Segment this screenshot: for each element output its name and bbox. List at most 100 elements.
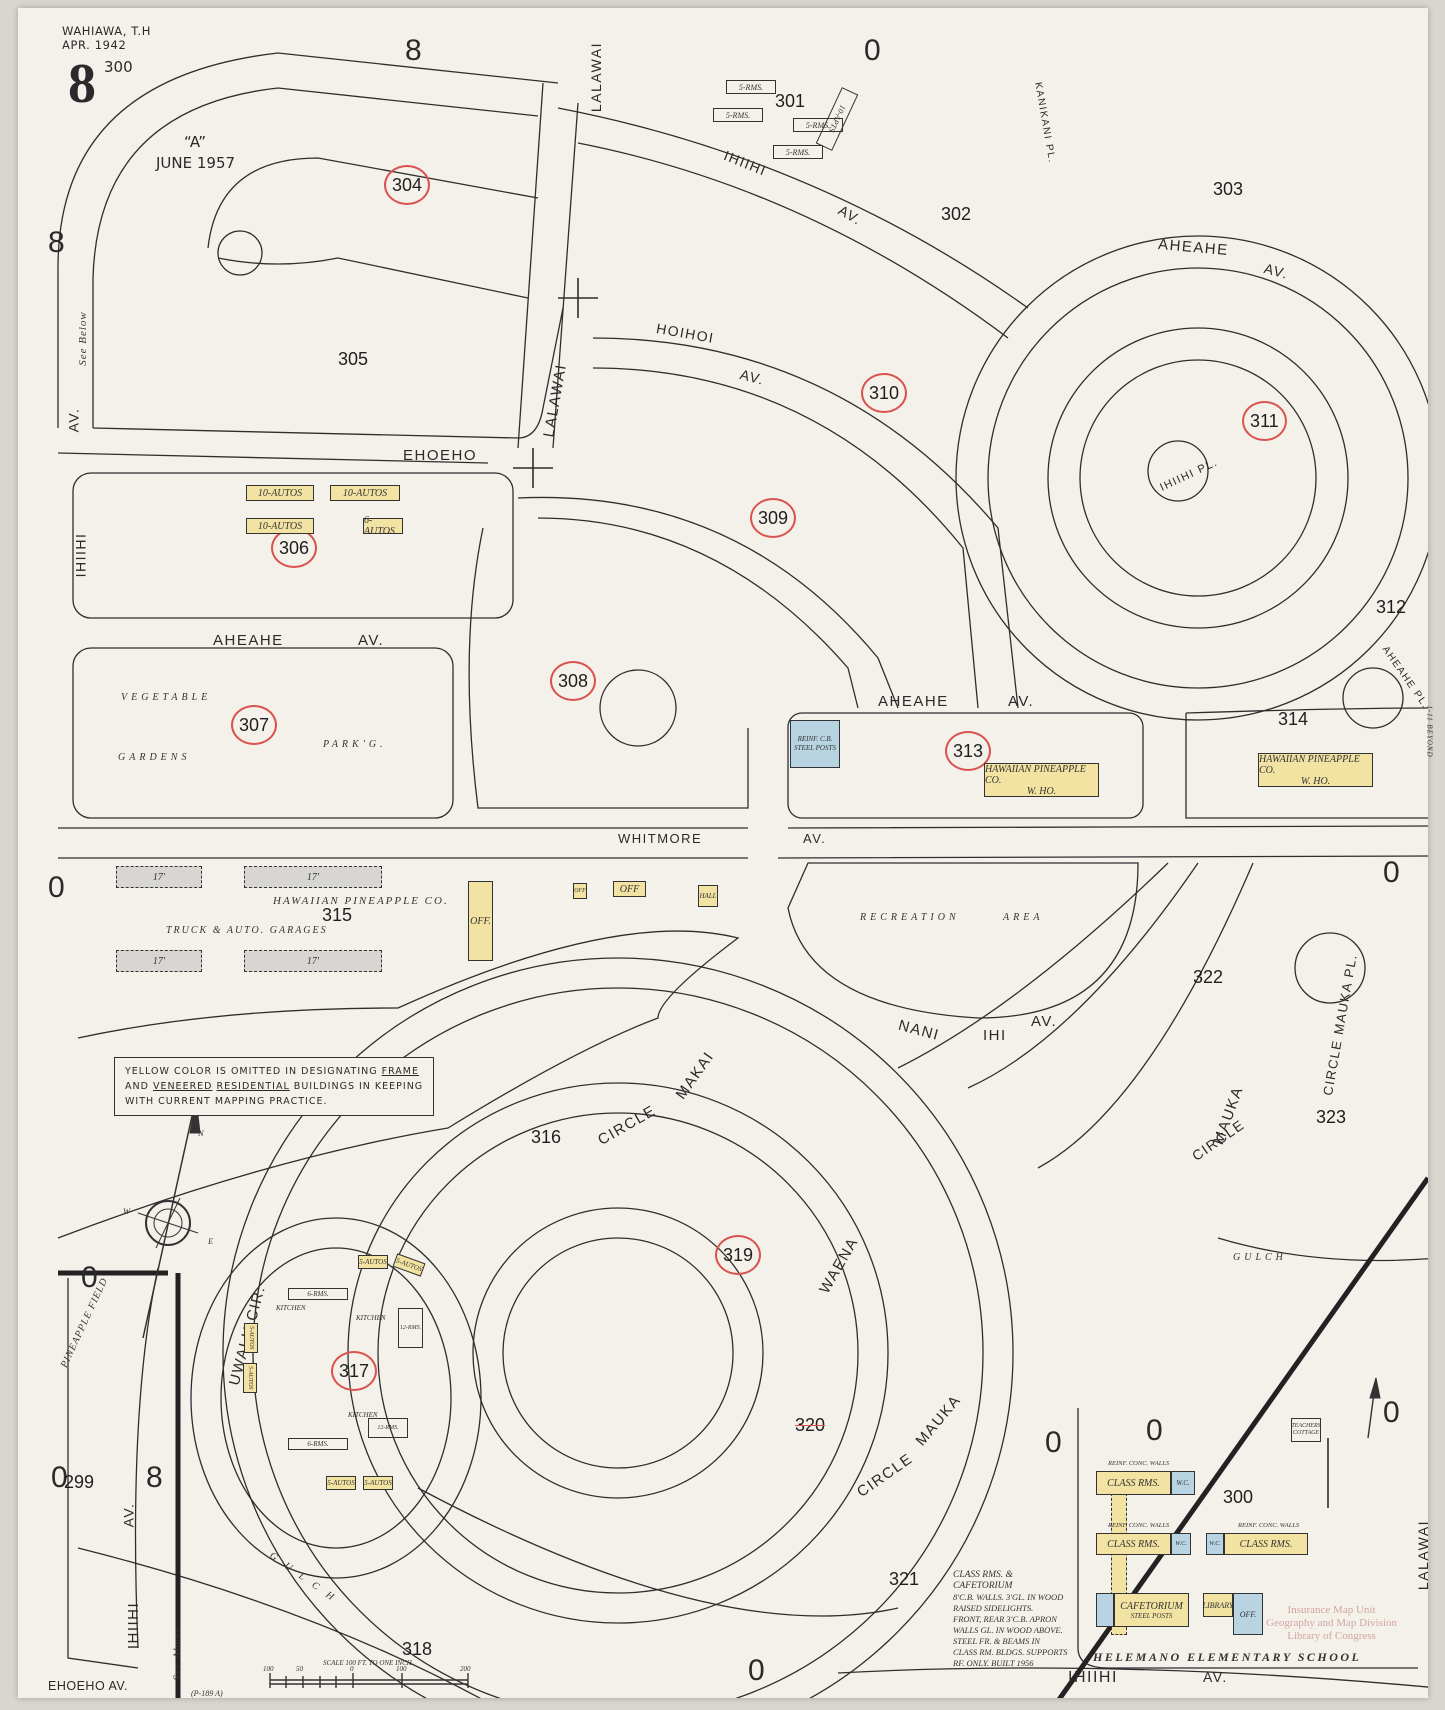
watermark-line: Library of Congress	[1287, 1630, 1376, 1642]
block-306: 306	[271, 528, 318, 568]
street-label: IHIIHI	[1068, 1669, 1118, 1686]
legend-text: AND	[125, 1081, 153, 1092]
block-323: 323	[1316, 1107, 1347, 1127]
scale-tick: 100	[396, 1665, 407, 1673]
garage-building: 10-AUTOS	[246, 518, 314, 534]
legend-text-frame: FRAME	[381, 1066, 419, 1077]
street-label: AV.	[803, 831, 827, 846]
garages-label: TRUCK & AUTO. GARAGES	[166, 925, 328, 936]
block-309: 309	[750, 498, 797, 538]
garage-shed: 17'	[116, 866, 202, 888]
street-label: IHIIHI	[72, 532, 89, 578]
kitchen-label: KITCHEN	[276, 1304, 306, 1312]
garage-building: 5-AUTOS	[358, 1255, 388, 1269]
block-321: 321	[889, 1569, 920, 1589]
garage-building: 10-AUTOS	[330, 485, 400, 501]
plate-reference: (P-189 A)	[191, 1689, 223, 1698]
block-299: 299	[64, 1472, 95, 1492]
block-318: 318	[402, 1639, 433, 1659]
warehouse-title: HAWAIIAN PINEAPPLE CO.	[985, 763, 1086, 786]
residence-building: 5-RMS.	[793, 118, 843, 132]
warehouse-subtitle: W. HO.	[1300, 775, 1331, 787]
scale-tick: 200	[460, 1665, 471, 1673]
grid-marker-8-sw: 8	[146, 1461, 163, 1494]
warehouse-313: HAWAIIAN PINEAPPLE CO. W. HO.	[984, 763, 1099, 797]
street-label: AHEAHE	[878, 693, 949, 710]
cafetorium-kitchen	[1096, 1593, 1114, 1627]
area-label-gardens: GARDENS	[118, 752, 191, 763]
kitchen-label: KITCHEN	[356, 1314, 386, 1322]
reinf-walls-note: REINF. CONC. WALLS	[1238, 1522, 1300, 1529]
scale-bar	[269, 1673, 469, 1688]
residence-building: 5-RMS.	[713, 108, 763, 122]
reinf-walls-note: REINF. CONC. WALLS	[1108, 1460, 1170, 1467]
garage-shed: 17'	[244, 950, 382, 972]
grid-marker-0-right-low: 0	[1383, 1396, 1400, 1429]
cafetorium-sublabel: STEEL POSTS	[1130, 1611, 1173, 1620]
office-building: OFF.	[468, 881, 493, 961]
block-307: 307	[231, 705, 278, 745]
area-label-vegetable: VEGETABLE	[121, 692, 212, 703]
street-label: EHOEHO AV.	[48, 1679, 129, 1693]
block-311: 311	[1242, 401, 1287, 441]
library-of-congress-watermark: Insurance Map Unit Geography and Map Div…	[1266, 1604, 1397, 1643]
block-320: 320	[795, 1415, 826, 1435]
street-label: EHOEHO	[403, 447, 478, 464]
residence-building: 6-RMS.	[288, 1438, 348, 1450]
street-label: AV.	[120, 1502, 137, 1528]
warehouse-title: HAWAIIAN PINEAPPLE CO.	[1259, 753, 1360, 776]
block-308: 308	[550, 661, 597, 701]
scale-tick: 100	[263, 1665, 274, 1673]
street-label: AHEAHE	[213, 632, 284, 649]
garage-building: 5-AUTOS	[243, 1363, 257, 1393]
reinf-walls-note: REINF. CONC. WALLS	[1108, 1522, 1170, 1529]
see-above-label: See Above	[171, 1626, 184, 1681]
street-label: AV.	[1203, 1669, 1228, 1685]
kitchen-label: KITCHEN	[348, 1411, 378, 1419]
garage-building: 10-AUTOS	[246, 485, 314, 501]
spec-line: RF. ONLY. BUILT 1956	[953, 1658, 1034, 1668]
block-300: 300	[1223, 1487, 1254, 1507]
garage-building: 5-AUTOS	[363, 1476, 393, 1490]
cafetorium-label: CAFETORIUM	[1120, 1600, 1183, 1612]
grid-marker-0-bottom: 0	[748, 1654, 765, 1687]
library-building: LIBRARY	[1203, 1593, 1233, 1617]
revision-date: JUNE 1957	[156, 154, 236, 172]
garage-building: 6-AUTOS	[363, 515, 403, 537]
block-322: 322	[1193, 967, 1224, 987]
street-label: LALAWAI	[588, 41, 605, 113]
classroom-building-e: CLASS RMS.	[1096, 1471, 1171, 1495]
garage-building: 5-AUTOS	[326, 1476, 356, 1490]
grid-marker-0-sw-2: 0	[51, 1461, 68, 1494]
hawaiian-pineapple-315: HAWAIIAN PINEAPPLE CO.	[273, 895, 449, 907]
block-312: 312	[1376, 597, 1407, 617]
revision-mark: “A”	[184, 133, 207, 151]
wc-building: W.C.	[1171, 1471, 1195, 1495]
grid-marker-0-right: 0	[1383, 856, 1400, 889]
grid-marker-0-sw: 0	[81, 1261, 98, 1294]
legend-text: BUILDINGS IN KEEPING	[289, 1081, 424, 1092]
cafetorium-building: CAFETORIUM STEEL POSTS	[1114, 1593, 1189, 1627]
block-302: 302	[941, 204, 972, 224]
hall-building: HALL	[698, 885, 718, 907]
concrete-building-313: REINF. C.B. STEEL POSTS	[790, 720, 840, 768]
legend-text-veneered: VENEERED	[152, 1081, 213, 1092]
block-303: 303	[1213, 179, 1244, 199]
residence-building: 5-RMS.	[773, 145, 823, 159]
residence-building: 5-RMS.	[726, 80, 776, 94]
legend-note: YELLOW COLOR IS OMITTED IN DESIGNATING F…	[114, 1057, 435, 1116]
school-construction-note: CLASS RMS. & CAFETORIUM 8'C.B. WALLS. 3'…	[953, 1570, 1068, 1669]
office-building: OFF	[613, 881, 646, 897]
block-315: 315	[322, 905, 353, 925]
warehouse-314: HAWAIIAN PINEAPPLE CO. W. HO.	[1258, 753, 1373, 787]
spec-line: RAISED SIDELIGHTS.	[953, 1603, 1034, 1613]
street-label: AV.	[65, 407, 82, 433]
street-label: AV.	[1008, 693, 1035, 710]
block-310: 310	[861, 373, 908, 413]
classroom-building-c: CLASS RMS.	[1224, 1533, 1308, 1555]
spec-line: 8'C.B. WALLS. 3'GL. IN WOOD	[953, 1592, 1064, 1602]
compass-e: E	[208, 1236, 214, 1246]
classroom-building-d: CLASS RMS.	[1096, 1533, 1171, 1555]
block-305: 305	[338, 349, 369, 369]
residence-building: 6-RMS.	[288, 1288, 348, 1300]
